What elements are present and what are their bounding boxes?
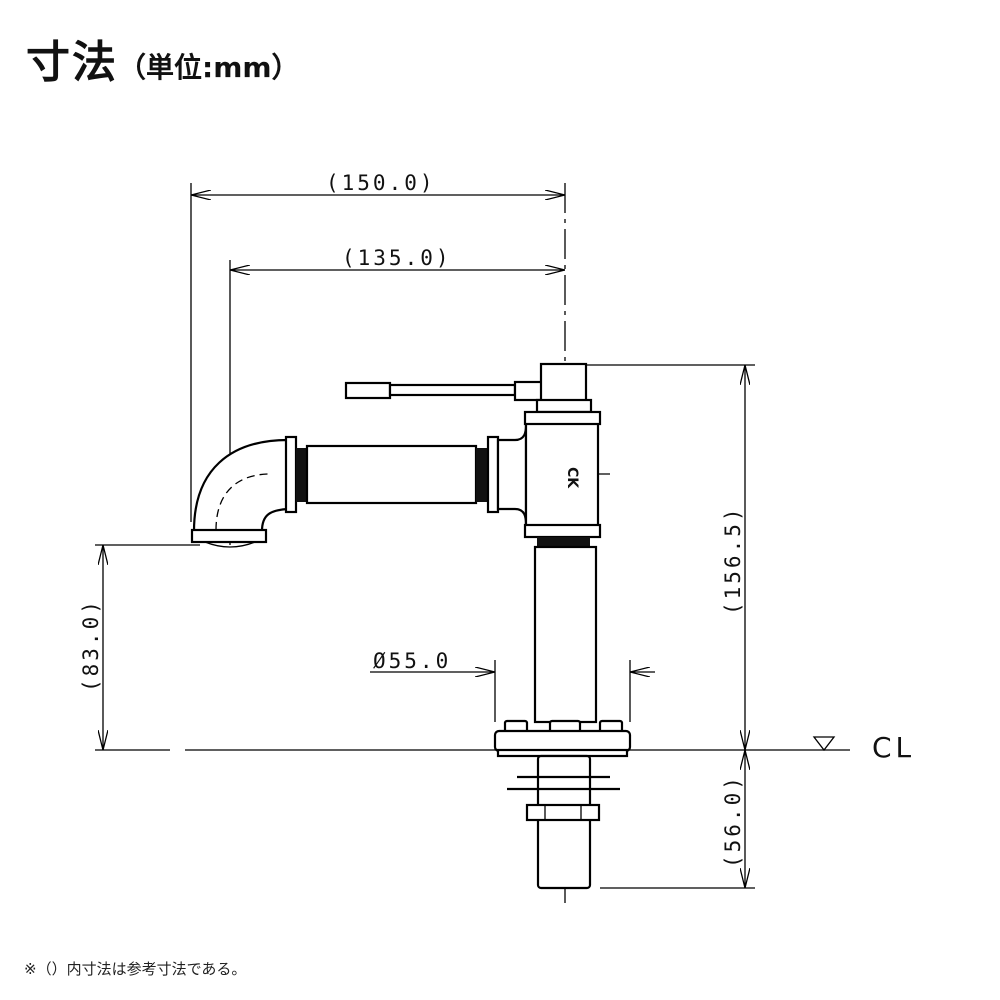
lever-grip bbox=[344, 381, 392, 400]
dim-spout-height-label: (83.0) bbox=[79, 598, 103, 692]
mounting-nut bbox=[525, 803, 601, 822]
body-top-flange bbox=[523, 410, 602, 426]
right-thread bbox=[476, 448, 488, 502]
left-thread bbox=[296, 448, 307, 502]
cartridge-cap bbox=[539, 362, 588, 404]
dim-spout-reach-label: (135.0) bbox=[342, 246, 452, 270]
dimension-diameter: Ø55.0 bbox=[370, 649, 655, 673]
cl-label: CL bbox=[872, 731, 915, 764]
spout-elbow bbox=[192, 438, 290, 533]
dim-diameter-label: Ø55.0 bbox=[373, 649, 451, 673]
body-thread bbox=[537, 537, 590, 547]
base-flange bbox=[493, 729, 632, 753]
footnote: ※（）内寸法は参考寸法である。 bbox=[24, 960, 247, 978]
title-text: 寸法 bbox=[26, 37, 118, 88]
spout-outlet-flange bbox=[190, 528, 268, 544]
faucet: CK bbox=[190, 362, 632, 890]
right-flange bbox=[486, 435, 500, 514]
dimension-83: (83.0) bbox=[79, 545, 103, 750]
counter-level-marker: CL bbox=[812, 731, 915, 764]
lever-arm bbox=[388, 383, 517, 397]
valve-body bbox=[524, 418, 600, 532]
dim-height-label: (156.5) bbox=[721, 505, 745, 615]
body-bottom-flange bbox=[523, 523, 602, 539]
riser-pipe bbox=[533, 545, 598, 724]
unit-label: （単位:mm） bbox=[118, 51, 300, 84]
dim-overall-reach-label: (150.0) bbox=[326, 171, 436, 195]
left-flange bbox=[284, 435, 298, 514]
extension-lines bbox=[95, 183, 755, 889]
page-title: 寸法（単位:mm） bbox=[26, 26, 300, 90]
mounting-shank bbox=[536, 754, 592, 890]
dimension-150: (150.0) bbox=[191, 171, 565, 195]
dimension-56: (56.0) bbox=[721, 750, 745, 888]
horizontal-pipe bbox=[305, 444, 478, 505]
dimension-135: (135.0) bbox=[230, 246, 565, 270]
dimension-156-5: (156.5) bbox=[721, 365, 745, 750]
brand-mark: CK bbox=[564, 467, 580, 489]
dim-below-counter-label: (56.0) bbox=[721, 774, 745, 868]
